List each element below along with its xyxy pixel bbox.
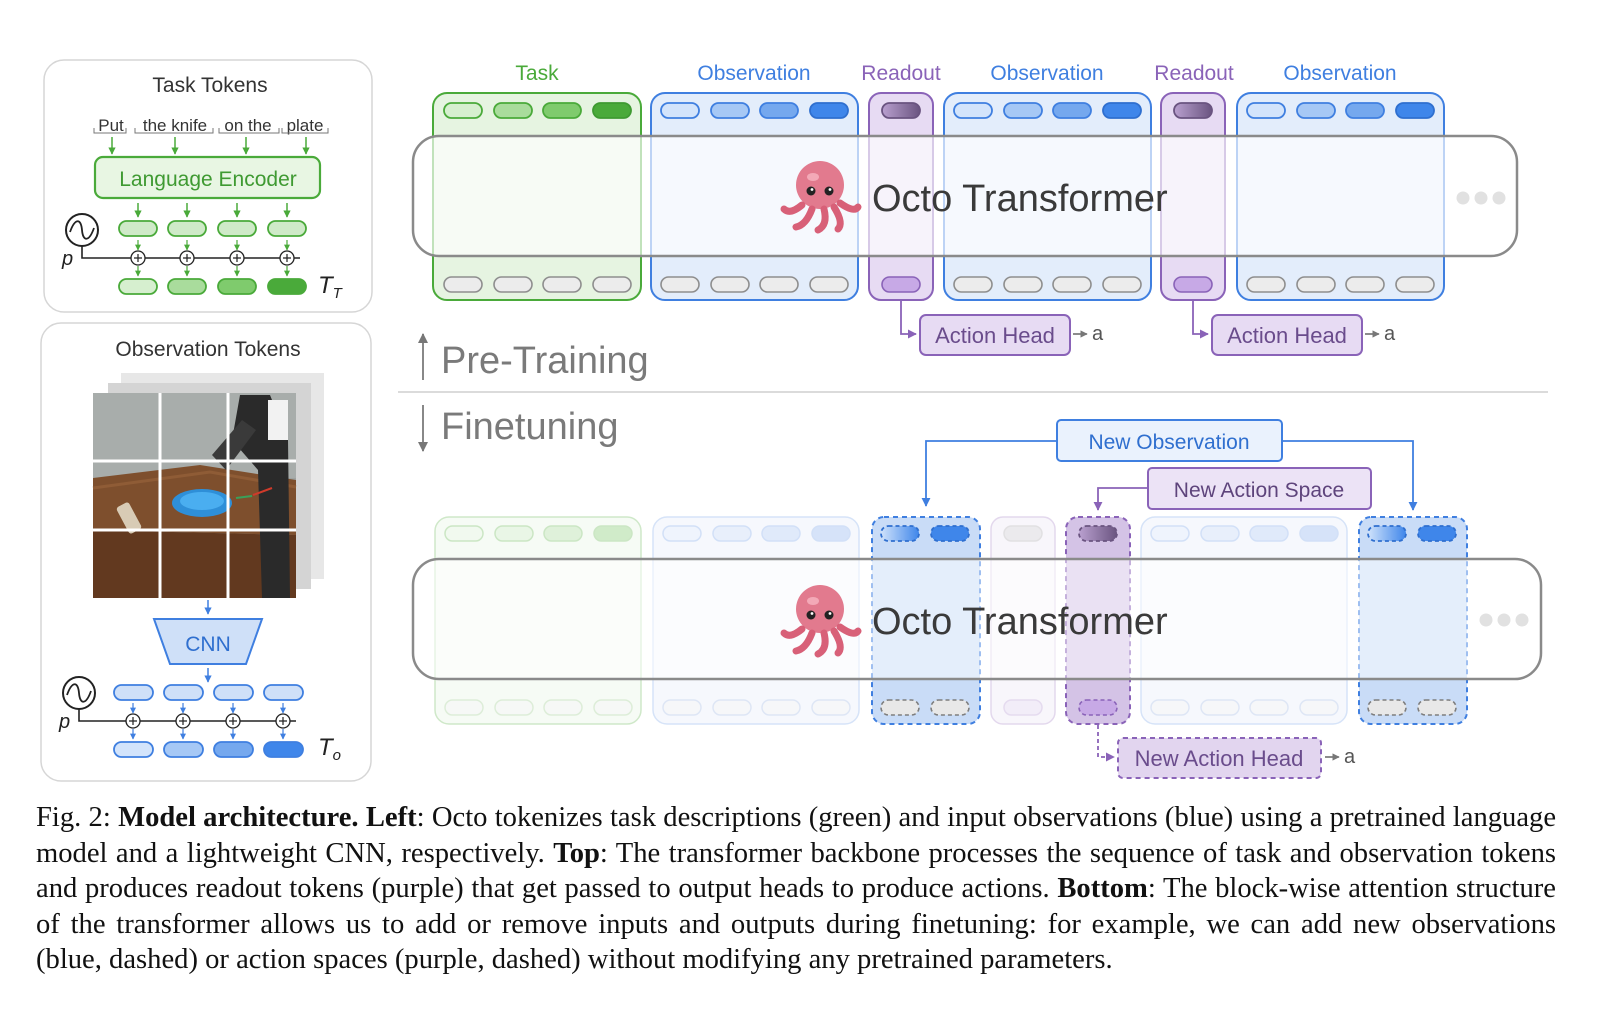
task-word: plate (287, 116, 324, 135)
observation-output-tokens (113, 741, 304, 758)
new-action-space-box (1147, 467, 1372, 510)
observation-tokens-title: Observation Tokens (115, 338, 300, 361)
language-encoder-label: Language Encoder (119, 168, 297, 191)
observation-group-label: Observation (697, 62, 810, 85)
new-observation-box (1056, 419, 1283, 462)
observation-tokens-symbol: To (318, 734, 341, 764)
pretraining-label: Pre-Training (441, 340, 649, 382)
task-tokens-panel: Task Tokens Put the knife on the plate L… (43, 59, 373, 313)
action-head-box (919, 314, 1071, 356)
new-action-head-box (1117, 737, 1322, 779)
octo-transformer-box (411, 557, 1543, 681)
action-head-box (1211, 314, 1363, 356)
task-word: the knife (143, 116, 207, 135)
new-tokens-bottom (880, 699, 1457, 716)
action-head-label: Action Head (935, 323, 1055, 348)
task-group-label: Task (515, 62, 559, 85)
language-encoder-box (93, 155, 322, 200)
architecture-diagram: Task Tokens Put the knife on the plate L… (40, 59, 1548, 782)
pretraining-section: Task Observation Readout Observation Rea… (411, 62, 1519, 356)
octo-transformer-label: Octo Transformer (872, 178, 1168, 220)
task-pos-label: p (61, 248, 73, 270)
pretrain-input-tokens (443, 102, 1435, 119)
new-action-head-label: New Action Head (1135, 746, 1304, 771)
readout-group-label: Readout (1154, 62, 1234, 85)
new-action-output-label: a (1344, 746, 1356, 768)
task-words: Put the knife on the plate (98, 116, 323, 135)
task-embedding-tokens (118, 220, 307, 237)
ellipsis-dots (1479, 613, 1529, 627)
action-output-label: a (1384, 323, 1396, 345)
task-tokens-title: Task Tokens (152, 74, 267, 97)
stage-labels: Pre-Training Finetuning (398, 333, 1548, 452)
observation-group-label: Observation (990, 62, 1103, 85)
finetune-faded-tokens (444, 525, 1339, 716)
pretrain-output-tokens (443, 276, 1435, 293)
task-output-tokens (118, 278, 307, 295)
group-labels: Task Observation Readout Observation Rea… (515, 62, 1396, 85)
robot-scene-image (92, 373, 324, 598)
observation-group-label: Observation (1283, 62, 1396, 85)
observation-tokens-panel: Observation Tokens (40, 322, 372, 782)
cnn-trapezoid (152, 618, 264, 665)
caption-top-text: : The transformer backbone processes the… (36, 837, 1556, 905)
action-output-label: a (1092, 323, 1104, 345)
caption-fig-label: Fig. 2: (36, 802, 111, 833)
caption-bottom-text: : The block-wise attention structure of … (36, 873, 1556, 975)
caption-title: Model architecture. (118, 802, 359, 833)
octopus-icon (780, 161, 862, 234)
ellipsis-dots (1456, 191, 1506, 205)
octo-transformer-box (411, 134, 1519, 258)
octo-transformer-label: Octo Transformer (872, 601, 1168, 643)
octopus-icon (780, 585, 862, 658)
figure-caption: Fig. 2: Model architecture. Left: Octo t… (36, 800, 1556, 978)
caption-top-label: Top (553, 837, 600, 869)
new-tokens-top (880, 525, 1457, 542)
caption-left-label: Left (365, 802, 417, 833)
cnn-label: CNN (185, 633, 231, 656)
caption-left-text: : Octo tokenizes task descriptions (gree… (36, 802, 1557, 869)
task-word: on the (224, 116, 271, 135)
task-tokens-symbol: TT (318, 272, 344, 302)
finetuning-label: Finetuning (441, 406, 618, 448)
new-action-space-label: New Action Space (1174, 479, 1344, 502)
task-word: Put (98, 116, 124, 135)
readout-group-label: Readout (861, 62, 941, 85)
finetuning-section: New Observation New Action Space (411, 419, 1543, 779)
caption-bottom-label: Bottom (1057, 873, 1148, 904)
observation-pos-label: p (58, 711, 70, 733)
observation-embedding-tokens (113, 684, 304, 701)
action-head-label: Action Head (1227, 323, 1347, 348)
new-observation-label: New Observation (1088, 431, 1249, 454)
